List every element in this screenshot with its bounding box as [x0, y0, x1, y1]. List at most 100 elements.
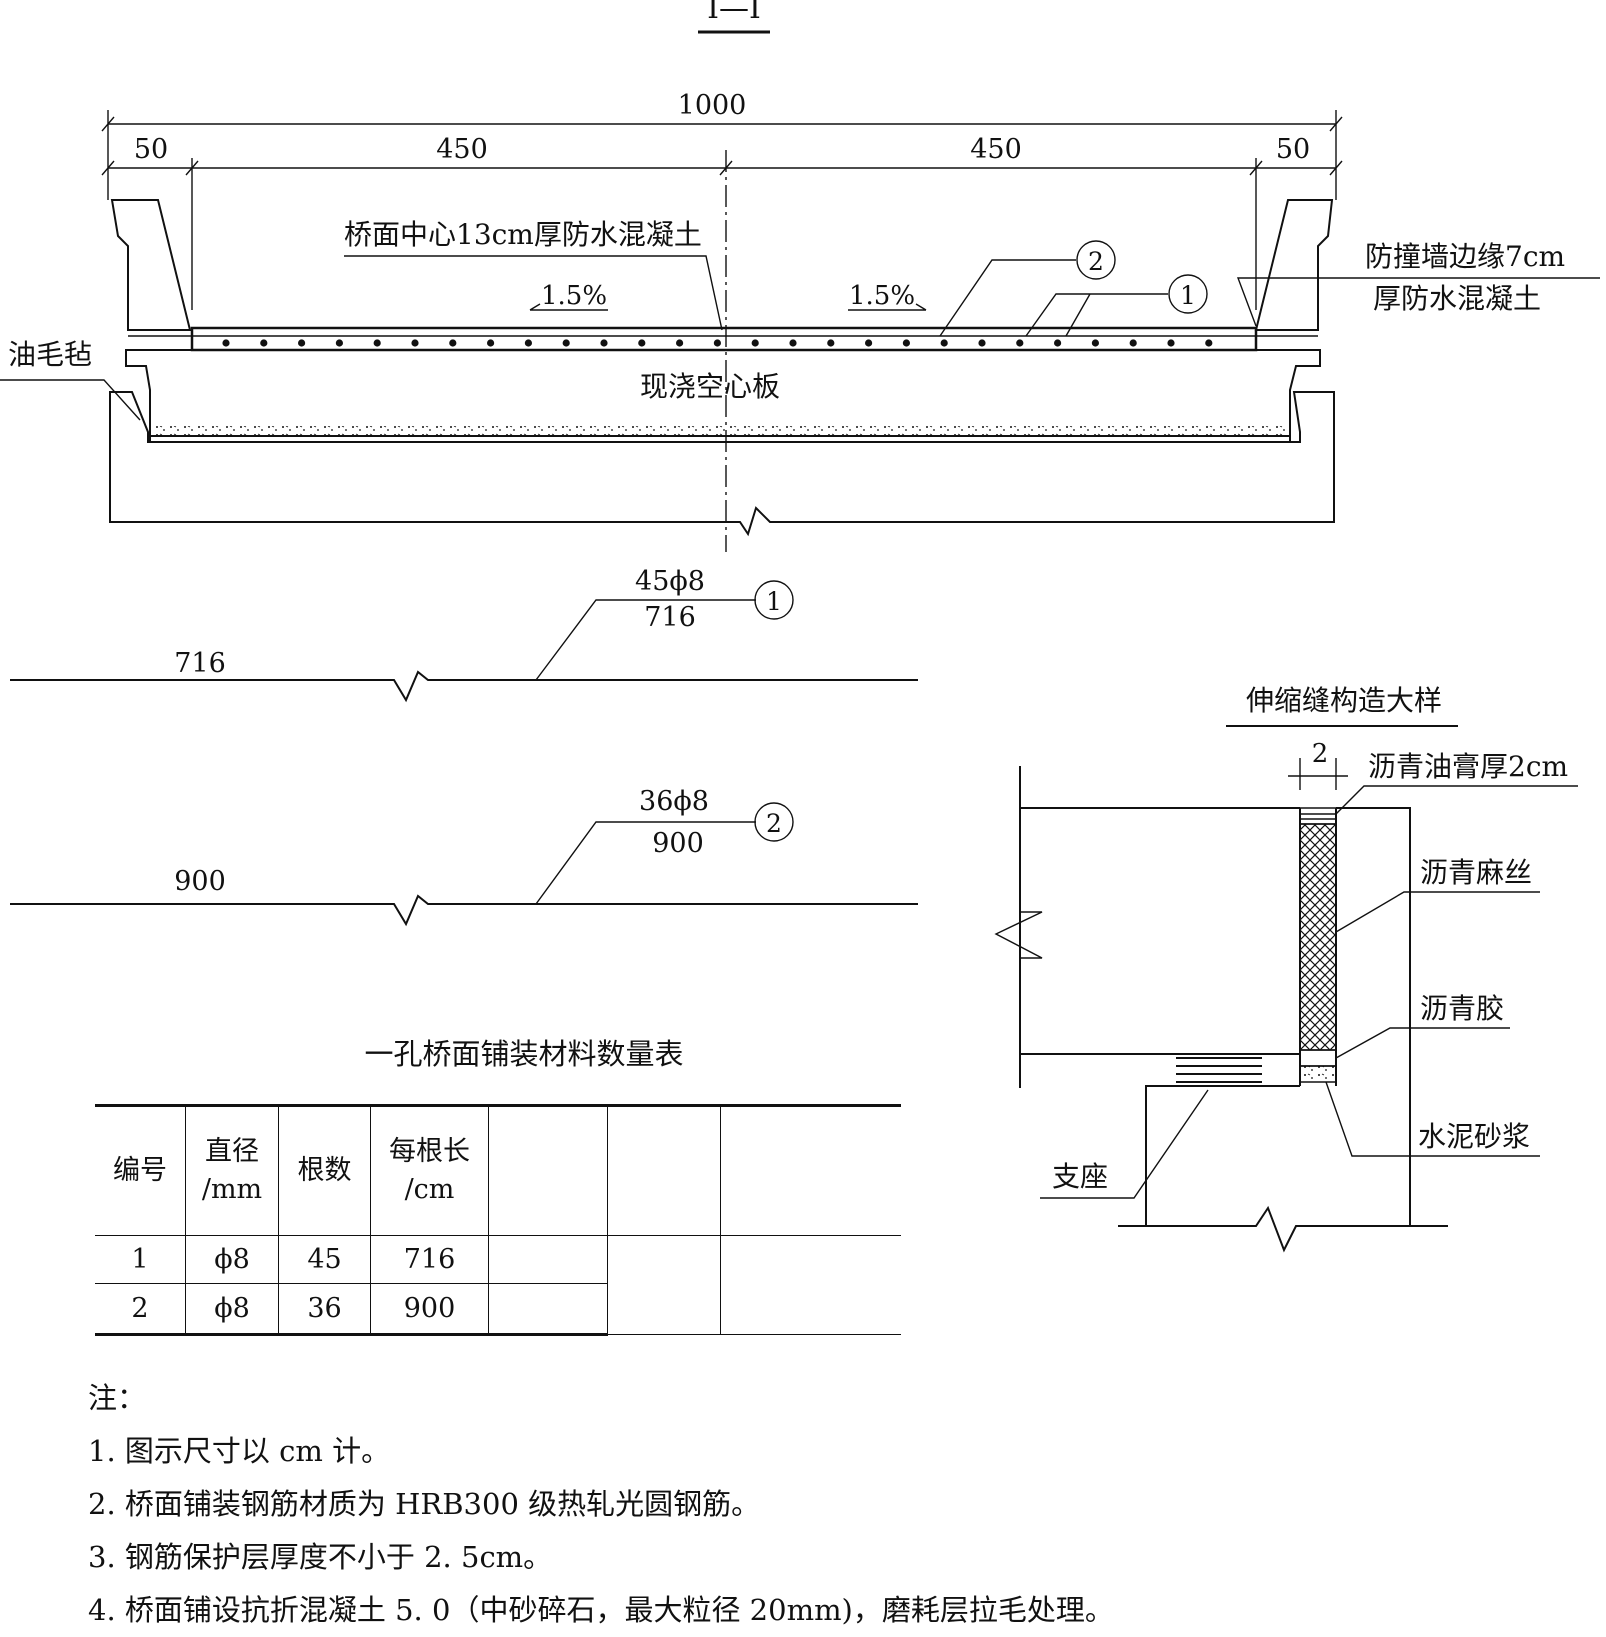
rebar-dot: [1205, 339, 1213, 347]
rebar-dot: [222, 339, 230, 347]
cell-empty: [488, 1235, 608, 1284]
cell-no: 2: [95, 1283, 186, 1336]
rebar-2-length: 900: [652, 828, 704, 859]
rebar-dot: [865, 339, 873, 347]
label-asphalt-paste: 沥青油膏厚2cm: [1368, 750, 1568, 783]
slope-labels: 1.5% 1.5%: [529, 281, 927, 311]
slope-right: 1.5%: [849, 281, 915, 311]
label-cement-mortar: 水泥砂浆: [1418, 1120, 1530, 1153]
marker-2-label: 2: [1088, 247, 1104, 276]
rebar-1-line-label: 716: [174, 648, 226, 679]
gap-dim: 2: [1312, 739, 1329, 769]
felt-label: 油毛毡: [8, 338, 92, 371]
section-title-text: Ⅰ—Ⅰ: [707, 0, 761, 26]
cell-no: 1: [95, 1235, 186, 1284]
rebar-dot: [411, 339, 419, 347]
dim-left-span: 450: [436, 134, 488, 165]
dim-right-span: 450: [970, 134, 1022, 165]
cell-len: 900: [370, 1283, 489, 1336]
note-item: 3. 钢筋保护层厚度不小于 2. 5cm。: [88, 1540, 553, 1574]
rebar-dot: [676, 339, 684, 347]
cell-len: 716: [370, 1235, 489, 1284]
table-row: 2 ϕ8 36 900: [95, 1283, 901, 1336]
th-len-1: 每根长: [389, 1136, 470, 1167]
cell-count: 36: [278, 1283, 371, 1336]
rebar-dot: [524, 339, 533, 347]
rebar-1-detail: 716 45ϕ8 716 1: [10, 566, 918, 703]
th-len: 每根长/cm: [370, 1104, 489, 1236]
rebar-dot: [1054, 339, 1062, 347]
marker-2-circle: [1076, 240, 1116, 280]
rebar-2-detail: 900 36ϕ8 900 2: [10, 786, 918, 927]
rebar-dot: [638, 339, 646, 347]
rebar-dot: [1091, 339, 1099, 347]
cell-empty-merged: [607, 1235, 721, 1335]
rebar-dot: [600, 339, 608, 347]
dim-left-edge: 50: [134, 134, 168, 165]
th-empty-2: [607, 1104, 721, 1236]
rebar-dot: [335, 339, 343, 347]
note-item: 1. 图示尺寸以 cm 计。: [88, 1434, 391, 1468]
asphalt-glue: [1299, 1049, 1337, 1067]
section-title: Ⅰ—Ⅰ: [698, 0, 770, 34]
rebar-dot: [373, 339, 381, 347]
rebar-dot: [1129, 339, 1137, 347]
annotations: 桥面中心13cm厚防水混凝土 2 1 防撞墙边缘7cm 厚防水混凝土 油毛毡 现…: [0, 218, 1600, 421]
rebar-2-marker: [754, 802, 794, 842]
marker-1-circle: [1168, 274, 1208, 314]
th-dia-1: 直径: [205, 1136, 259, 1167]
asphalt-paste: [1299, 807, 1337, 825]
rebar-dot: [298, 339, 306, 347]
rebar-2-marker-label: 2: [766, 809, 782, 838]
rebar-dots: [222, 339, 1213, 347]
rebar-dot: [1167, 339, 1175, 347]
asphalt-hemp: [1299, 823, 1337, 1051]
cell-empty-merged: [720, 1235, 901, 1335]
joint-detail: 伸缩缝构造大样 2 沥青油膏厚2cm: [994, 684, 1578, 1253]
cell-count: 45: [278, 1235, 371, 1284]
rebar-1-marker-label: 1: [766, 587, 782, 616]
th-dia: 直径/mm: [185, 1104, 279, 1236]
rebar-dot: [487, 339, 495, 347]
table-row: 1 ϕ8 45 716: [95, 1235, 901, 1335]
rebar-dot: [978, 339, 986, 347]
felt-layer: [150, 426, 1290, 436]
rebar-dot: [902, 339, 911, 347]
marker-1-label: 1: [1180, 281, 1196, 310]
rebar-dot: [260, 339, 268, 347]
cross-section: [109, 199, 1335, 537]
pavement-layer: [190, 326, 1258, 352]
rebar-dot: [562, 339, 570, 347]
rebar-2-line-label: 900: [174, 866, 226, 897]
label-asphalt-hemp: 沥青麻丝: [1420, 856, 1532, 889]
th-empty-3: [720, 1104, 901, 1236]
notes: 注： 1. 图示尺寸以 cm 计。 2. 桥面铺装钢筋材质为 HRB300 级热…: [88, 1372, 1114, 1637]
th-no: 编号: [95, 1104, 186, 1236]
rebar-1-marker: [754, 580, 794, 620]
rebar-dot: [940, 339, 948, 347]
dim-right-edge: 50: [1276, 134, 1310, 165]
rebar-1-length: 716: [644, 602, 696, 633]
th-len-2: /cm: [404, 1174, 455, 1205]
th-count: 根数: [278, 1104, 371, 1236]
notes-heading: 注：: [88, 1381, 147, 1415]
left-barrier: [110, 199, 192, 331]
rebar-dot: [789, 339, 797, 347]
dimension-lines: 1000 50 450 450 50: [101, 90, 1343, 310]
cell-dia: ϕ8: [185, 1235, 279, 1284]
note-item: 2. 桥面铺装钢筋材质为 HRB300 级热轧光圆钢筋。: [88, 1487, 761, 1521]
rebar-2-spec: 36ϕ8: [639, 786, 709, 817]
slab-label: 现浇空心板: [640, 370, 780, 403]
cement-mortar: [1299, 1065, 1337, 1083]
table-header-row: 编号 直径/mm 根数 每根长/cm: [95, 1104, 901, 1236]
table-title: 一孔桥面铺装材料数量表: [364, 1037, 683, 1071]
dim-total: 1000: [678, 90, 747, 121]
cell-dia: ϕ8: [185, 1283, 279, 1336]
bearing-pad: [1176, 1057, 1262, 1083]
edge-note-line2: 厚防水混凝土: [1373, 282, 1541, 315]
rebar-dot: [751, 339, 759, 347]
th-empty-1: [488, 1104, 608, 1236]
right-barrier: [1254, 199, 1334, 331]
center-note: 桥面中心13cm厚防水混凝土: [344, 218, 702, 251]
